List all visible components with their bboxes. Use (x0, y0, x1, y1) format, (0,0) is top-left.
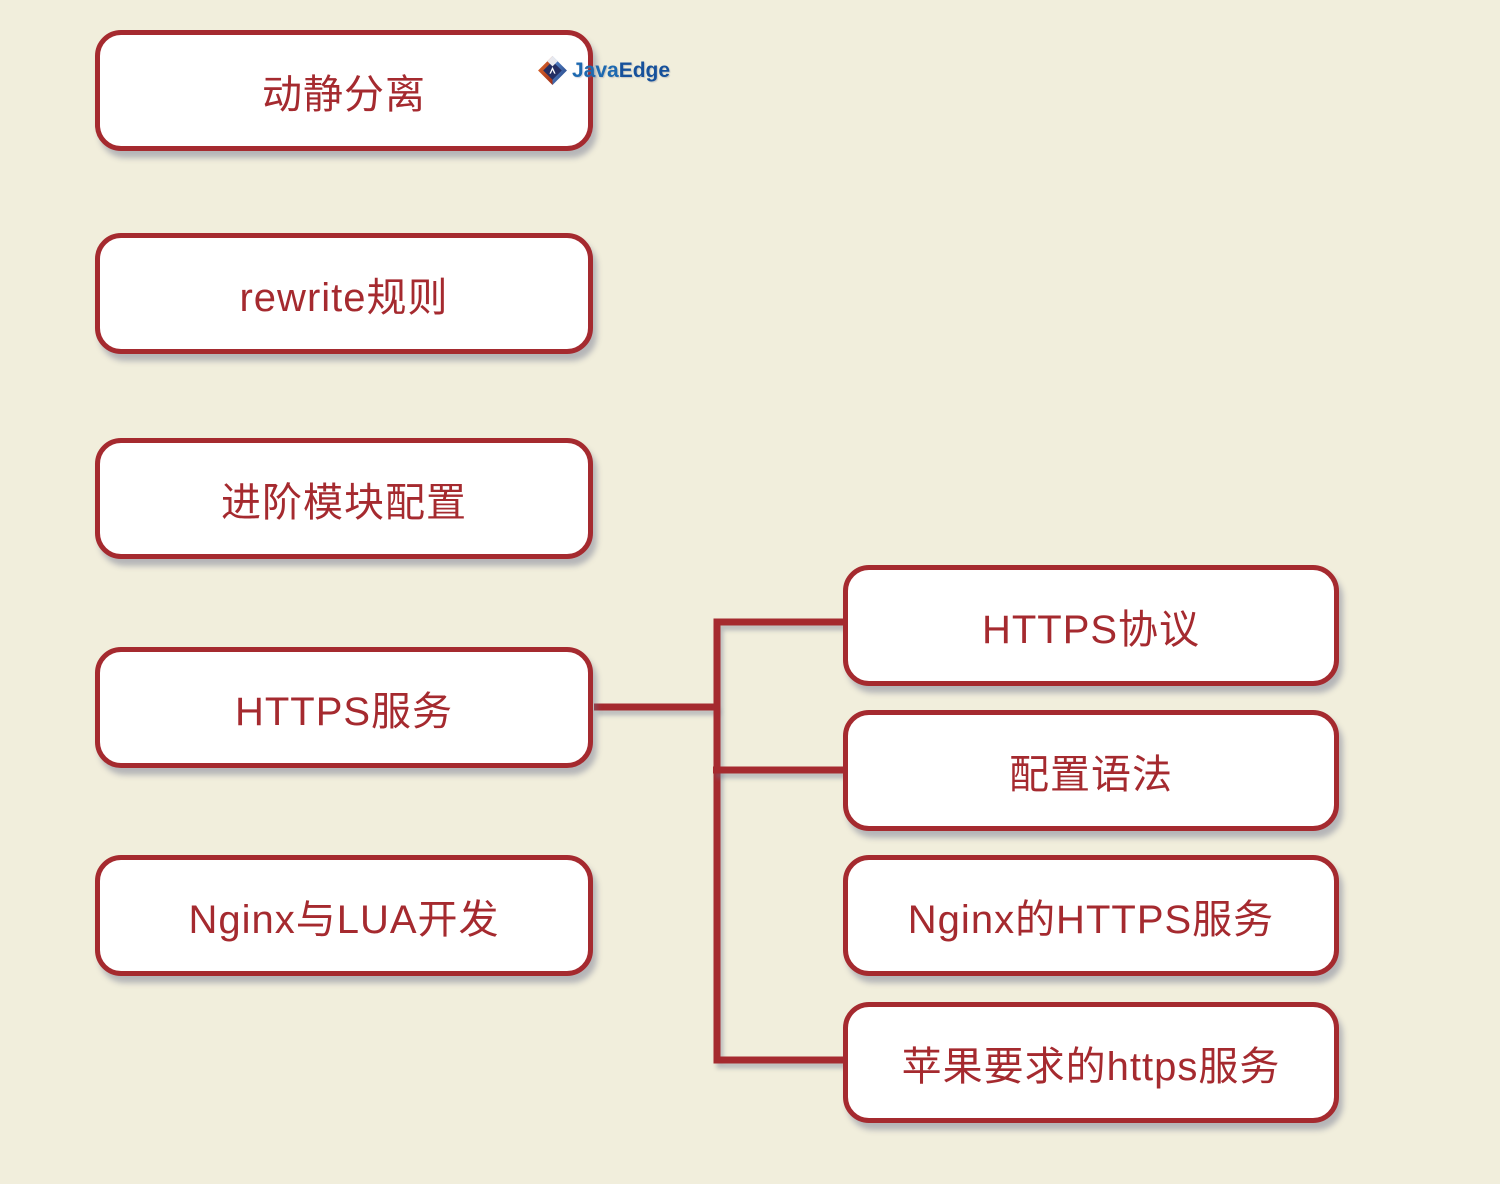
node-advanced-module-config[interactable]: 进阶模块配置 (95, 438, 593, 559)
connector-trunk (713, 618, 844, 1064)
node-apple-required-https[interactable]: 苹果要求的https服务 (843, 1002, 1339, 1123)
logo-text-edge: Edge (618, 59, 671, 82)
node-nginx-https-service[interactable]: Nginx的HTTPS服务 (843, 855, 1339, 976)
node-nginx-lua-dev[interactable]: Nginx与LUA开发 (95, 855, 593, 976)
node-label: Nginx的HTTPS服务 (907, 897, 1275, 942)
node-label: 进阶模块配置 (221, 480, 467, 525)
node-label: 配置语法 (1009, 752, 1173, 797)
node-https-service[interactable]: HTTPS服务 (95, 647, 593, 768)
node-label: 动静分离 (262, 72, 426, 117)
node-rewrite-rules[interactable]: rewrite规则 (95, 233, 593, 354)
node-label: HTTPS协议 (981, 607, 1201, 652)
node-label: HTTPS服务 (234, 689, 454, 734)
node-label: Nginx与LUA开发 (188, 897, 500, 942)
node-static-dynamic-separation[interactable]: 动静分离 (95, 30, 593, 151)
node-label: 苹果要求的https服务 (901, 1044, 1281, 1089)
node-label: rewrite规则 (239, 275, 449, 320)
node-config-syntax[interactable]: 配置语法 (843, 710, 1339, 831)
node-https-protocol[interactable]: HTTPS协议 (843, 565, 1339, 686)
